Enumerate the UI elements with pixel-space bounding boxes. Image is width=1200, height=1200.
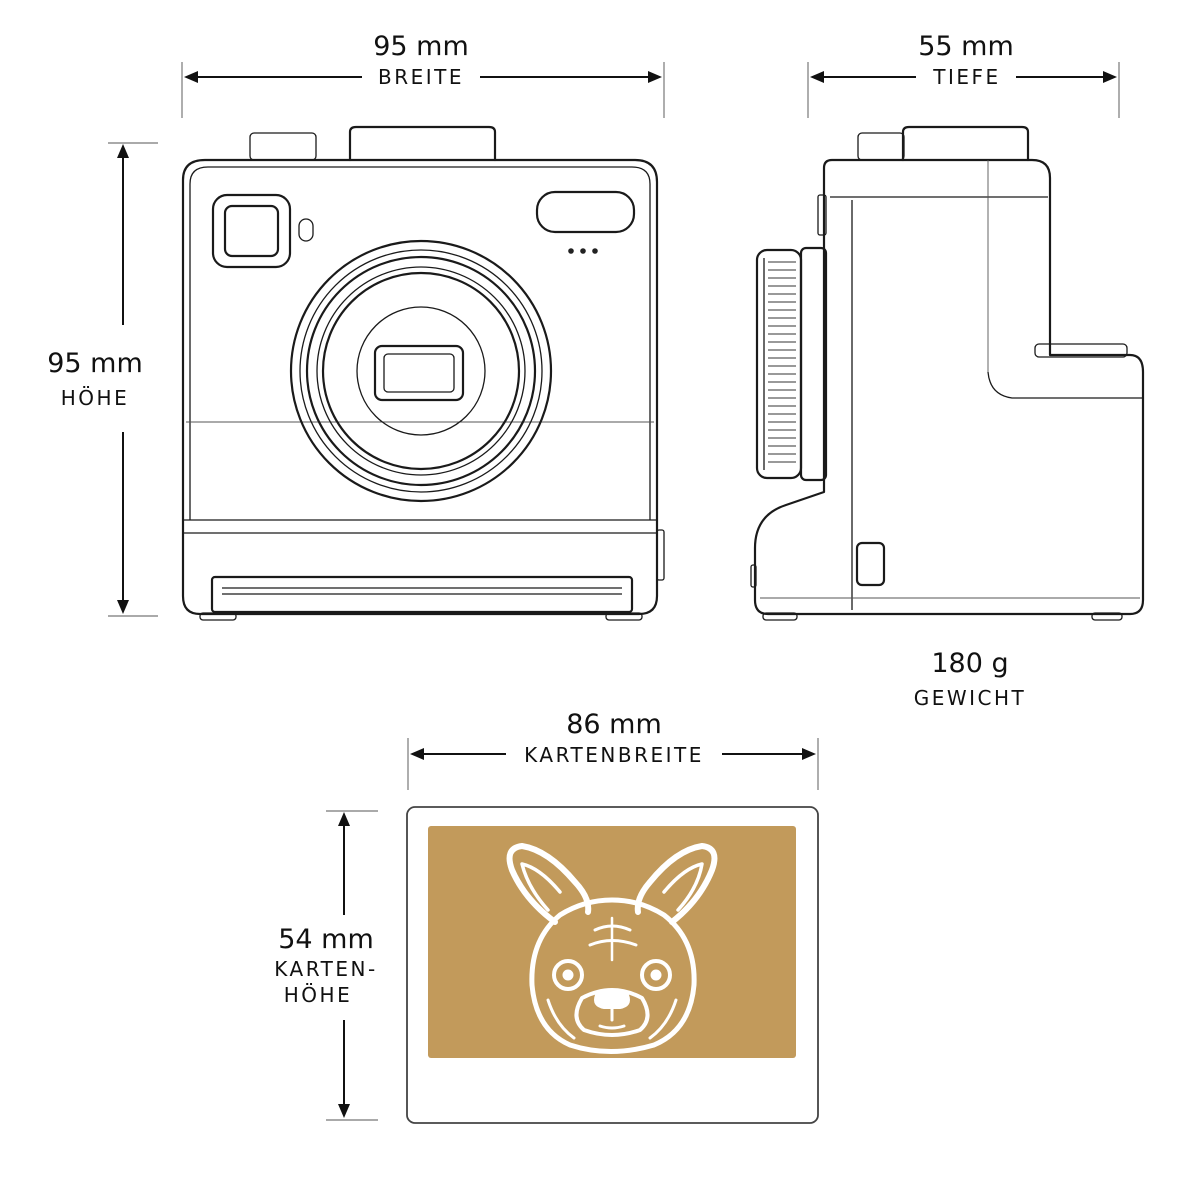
depth-value: 55 mm: [918, 31, 1014, 62]
depth-label: TIEFE: [932, 65, 1000, 89]
height-value: 95 mm: [47, 348, 143, 379]
depth-dimension: 55 mm TIEFE: [807, 31, 1120, 118]
card-height-dimension: 54 mm KARTEN- HÖHE: [274, 810, 378, 1121]
card-height-label-line2: HÖHE: [284, 983, 352, 1007]
width-value: 95 mm: [373, 31, 469, 62]
weight-label: GEWICHT: [914, 686, 1027, 710]
camera-front-view: [181, 125, 665, 621]
card-width-label: KARTENBREITE: [524, 743, 704, 767]
card-width-value: 86 mm: [566, 709, 662, 740]
width-label: BREITE: [378, 65, 464, 89]
card-height-value: 54 mm: [278, 924, 374, 955]
weight-value: 180 g: [931, 648, 1008, 679]
camera-side-view: [750, 125, 1145, 621]
weight-spec: 180 g GEWICHT: [914, 648, 1027, 710]
french-bulldog-illustration: [506, 843, 718, 1054]
card-width-dimension: 86 mm KARTENBREITE: [407, 709, 819, 790]
height-label: HÖHE: [61, 386, 129, 410]
photo-card: [406, 806, 819, 1124]
lens-ribbing: [768, 261, 796, 463]
height-dimension: 95 mm HÖHE: [47, 142, 158, 617]
width-dimension: 95 mm BREITE: [181, 31, 665, 118]
card-height-label-line1: KARTEN-: [274, 957, 377, 981]
